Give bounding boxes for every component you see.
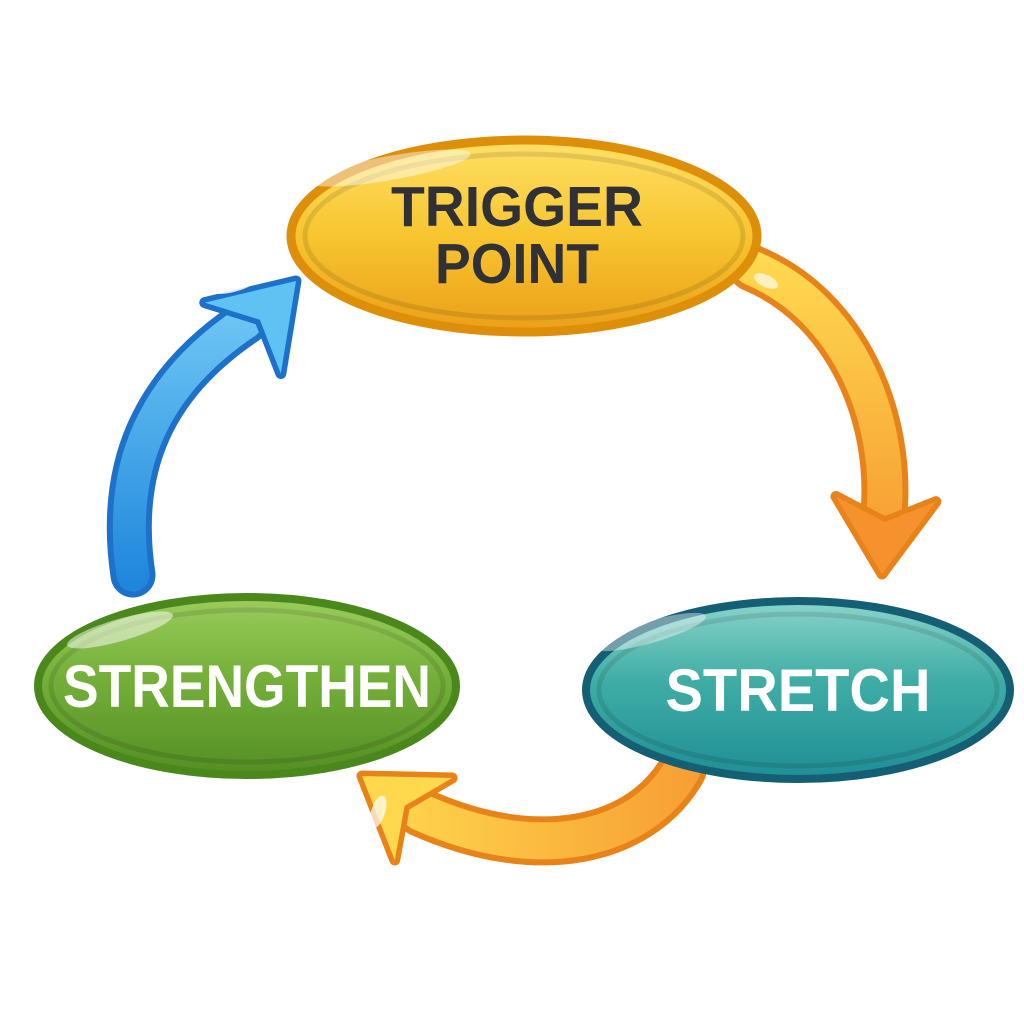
arrow-trigger-to-stretch-icon <box>728 244 942 580</box>
stretch-inner-rim <box>596 611 1000 769</box>
trigger-point-inner-rim <box>302 151 746 321</box>
trigger-point-label-line2: POINT <box>435 232 599 296</box>
arrow-gloss-highlight <box>753 273 779 289</box>
node-trigger-point: TRIGGER POINT <box>286 135 762 337</box>
arrow-stretch-to-strengthen-icon <box>356 745 707 866</box>
strengthen-inner-rim <box>48 607 446 765</box>
arrowhead-up-icon <box>204 281 296 374</box>
arrow-gloss-highlight <box>210 277 256 295</box>
node-stretch: STRETCH <box>582 597 1014 783</box>
strengthen-gloss <box>67 611 173 649</box>
arrow-strengthen-to-trigger-icon <box>106 275 302 598</box>
arrowhead-down-icon <box>835 496 936 574</box>
trigger-point-gloss <box>309 149 471 187</box>
strengthen-oval <box>34 593 460 779</box>
trigger-point-label-line1: TRIGGER <box>391 175 643 239</box>
arrow-strengthen-to-trigger-body <box>112 305 263 592</box>
stretch-gloss <box>594 612 706 652</box>
strengthen-label: STRENGTHEN <box>63 653 431 720</box>
stretch-oval <box>582 597 1014 783</box>
trigger-point-oval <box>286 135 762 337</box>
arrow-gloss-highlight <box>369 795 387 829</box>
arrow-trigger-to-stretch-body <box>734 250 903 530</box>
stretch-label: STRETCH <box>666 657 931 724</box>
node-strengthen: STRENGTHEN <box>34 593 460 779</box>
arrow-stretch-to-strengthen-body <box>401 751 701 860</box>
